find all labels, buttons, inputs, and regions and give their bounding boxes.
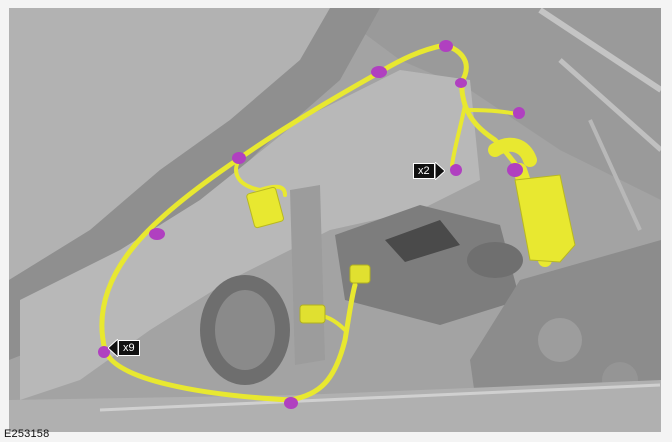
junction-box-cover	[514, 174, 576, 263]
connector-left	[246, 186, 284, 229]
illustration-frame	[9, 8, 661, 432]
harness-clips	[98, 40, 525, 409]
figure-reference-id: E253158	[4, 428, 50, 440]
engine-bay-illustration	[9, 8, 661, 432]
callout-x2-label: x2	[413, 163, 435, 179]
arrow-right-icon	[434, 162, 445, 180]
connector-lower-b	[349, 264, 371, 284]
connector-lower-a	[299, 304, 326, 324]
callout-x9-label: x9	[118, 340, 140, 356]
arrow-left-icon	[108, 339, 118, 357]
callout-x9: x9	[108, 339, 140, 357]
callout-x2: x2	[413, 162, 445, 180]
